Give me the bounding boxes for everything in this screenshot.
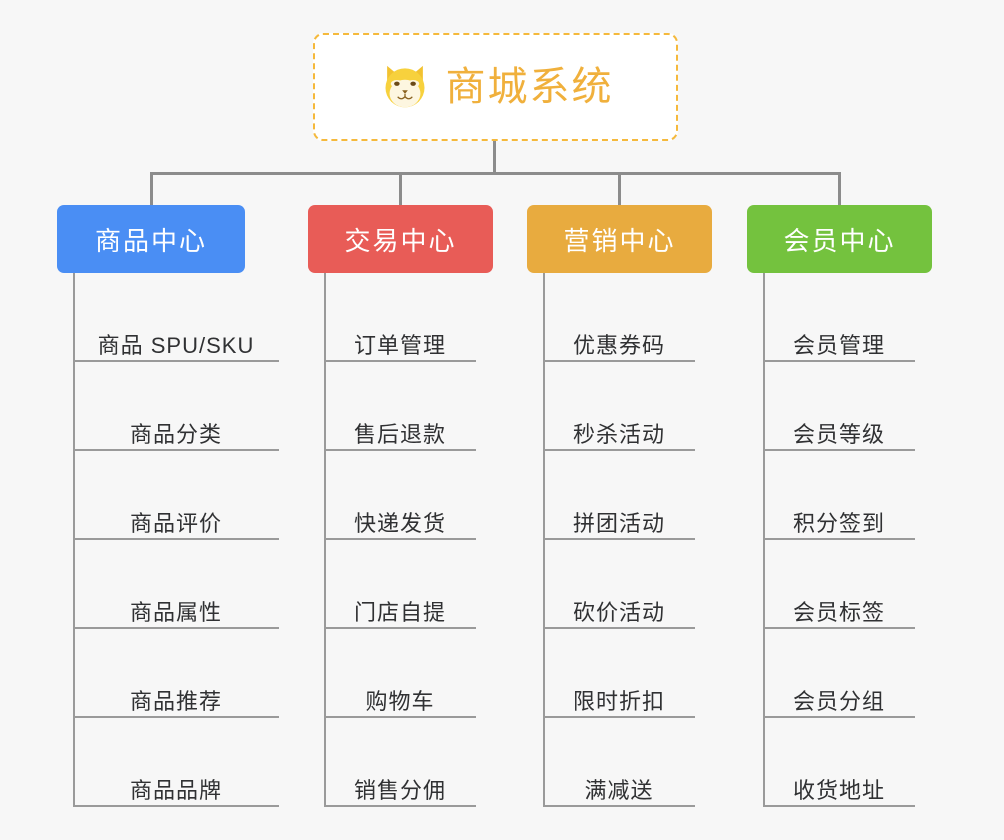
leaf-item[interactable]: 优惠券码	[543, 273, 695, 362]
leaf-item[interactable]: 会员分组	[763, 629, 915, 718]
leaf-item[interactable]: 收货地址	[763, 718, 915, 807]
leaf-item-label: 满减送	[584, 777, 654, 803]
leaf-item[interactable]: 订单管理	[324, 273, 476, 362]
leaf-item-label: 砍价活动	[572, 599, 665, 625]
leaf-item[interactable]: 会员标签	[763, 540, 915, 629]
leaf-item[interactable]: 拼团活动	[543, 451, 695, 540]
leaf-item-label: 拼团活动	[572, 510, 665, 536]
connector-root-stem	[493, 141, 496, 175]
leaf-column-3: 优惠券码秒杀活动拼团活动砍价活动限时折扣满减送	[543, 273, 695, 807]
leaf-column-2: 订单管理售后退款快递发货门店自提购物车销售分佣	[324, 273, 476, 807]
leaf-item[interactable]: 售后退款	[324, 362, 476, 451]
leaf-item[interactable]: 商品属性	[73, 540, 279, 629]
category-box-label: 营销中心	[563, 225, 676, 256]
leaf-item-label: 限时折扣	[572, 688, 665, 714]
leaf-item[interactable]: 商品 SPU/SKU	[73, 273, 279, 362]
category-box-label: 交易中心	[344, 225, 457, 256]
leaf-item-label: 商品品牌	[129, 777, 222, 803]
leaf-item[interactable]: 商品品牌	[73, 718, 279, 807]
leaf-item-label: 商品分类	[129, 421, 222, 447]
leaf-item-label: 商品推荐	[129, 688, 222, 714]
leaf-item-label: 售后退款	[353, 421, 446, 447]
leaf-trunk-line	[324, 273, 326, 807]
connector-horizontal-bus	[150, 172, 838, 175]
leaf-item-label: 秒杀活动	[572, 421, 665, 447]
connector-drop-3	[618, 172, 621, 205]
leaf-item[interactable]: 门店自提	[324, 540, 476, 629]
leaf-item[interactable]: 会员等级	[763, 362, 915, 451]
leaf-item-label: 会员分组	[792, 688, 885, 714]
leaf-item-label: 门店自提	[353, 599, 446, 625]
category-box-label: 会员中心	[783, 225, 896, 256]
leaf-item-label: 订单管理	[353, 332, 446, 358]
category-box-label: 商品中心	[94, 225, 207, 256]
leaf-item[interactable]: 积分签到	[763, 451, 915, 540]
leaf-trunk-line	[73, 273, 75, 807]
leaf-item-label: 快递发货	[353, 510, 446, 536]
leaf-item[interactable]: 商品推荐	[73, 629, 279, 718]
leaf-item[interactable]: 秒杀活动	[543, 362, 695, 451]
leaf-column-1: 商品 SPU/SKU 商品分类商品评价商品属性商品推荐商品品牌	[73, 273, 279, 807]
root-node-title: 商城系统	[445, 65, 614, 109]
leaf-item-label: 销售分佣	[353, 777, 446, 803]
connector-drop-1	[149, 172, 153, 205]
leaf-item[interactable]: 快递发货	[324, 451, 476, 540]
leaf-item[interactable]: 会员管理	[763, 273, 915, 362]
category-box-1[interactable]: 商品中心	[57, 205, 245, 273]
leaf-item-label: 优惠券码	[572, 332, 665, 358]
leaf-item-label: 商品 SPU/SKU	[97, 332, 255, 358]
category-box-3[interactable]: 营销中心	[527, 205, 712, 273]
connector-drop-2	[399, 172, 402, 205]
leaf-item-label: 会员标签	[792, 599, 885, 625]
leaf-item-label: 商品属性	[129, 599, 222, 625]
leaf-item[interactable]: 商品分类	[73, 362, 279, 451]
leaf-item[interactable]: 购物车	[324, 629, 476, 718]
category-box-2[interactable]: 交易中心	[308, 205, 493, 273]
leaf-trunk-line	[543, 273, 545, 807]
connector-drop-4	[838, 172, 841, 205]
leaf-column-4: 会员管理会员等级积分签到会员标签会员分组收货地址	[763, 273, 915, 807]
category-box-4[interactable]: 会员中心	[747, 205, 932, 273]
leaf-item[interactable]: 砍价活动	[543, 540, 695, 629]
leaf-item[interactable]: 限时折扣	[543, 629, 695, 718]
leaf-item-label: 积分签到	[792, 510, 885, 536]
leaf-item-label: 收货地址	[792, 777, 885, 803]
leaf-item[interactable]: 满减送	[543, 718, 695, 807]
leaf-item-label: 购物车	[365, 688, 435, 714]
leaf-item-label: 会员等级	[792, 421, 885, 447]
leaf-item-label: 会员管理	[792, 332, 885, 358]
leaf-item-label: 商品评价	[129, 510, 222, 536]
root-node-mall-system[interactable]: 商城系统	[313, 33, 678, 141]
shiba-dog-face-icon	[385, 65, 424, 108]
leaf-item[interactable]: 商品评价	[73, 451, 279, 540]
leaf-trunk-line	[763, 273, 765, 807]
leaf-item[interactable]: 销售分佣	[324, 718, 476, 807]
